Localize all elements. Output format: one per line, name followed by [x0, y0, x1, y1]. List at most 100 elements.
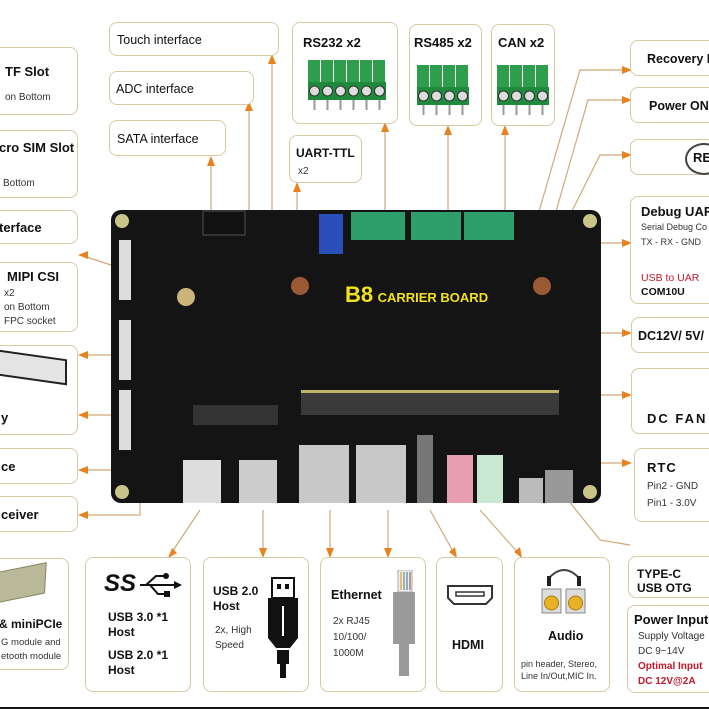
terminal-screw [444, 90, 455, 102]
rs232-title: RS232 x2 [303, 35, 361, 50]
usb20-line: Speed [215, 640, 244, 651]
sata-interface-box: SATA interface [109, 120, 226, 156]
dc-power-box: DC12V/ 5V/ [631, 317, 709, 353]
can-terminal-icon [496, 65, 550, 130]
terminal-screw [361, 85, 372, 97]
hdmi-port-icon [447, 585, 493, 605]
rj45-port [299, 445, 349, 503]
mount-hole [583, 214, 597, 228]
adc-interface-box: ADC interface [109, 71, 254, 105]
touch-interface-title: Touch interface [117, 33, 202, 47]
fpc-connector [119, 390, 131, 450]
power-input-optimal-value: DC 12V@2A [638, 676, 696, 687]
mipi-csi-line: FPC socket [4, 316, 56, 327]
hdmi-port [417, 435, 433, 503]
terminal-block-icon [497, 65, 549, 115]
standoff [177, 288, 195, 306]
terminal-screw [524, 90, 535, 102]
tf-slot-title: TF Slot [5, 64, 50, 79]
usb-trident-icon [140, 573, 182, 597]
typec-port [519, 478, 543, 503]
rs232-box: RS232 x2 [292, 22, 398, 124]
sim-slot-box: cro SIM Slot Bottom [0, 130, 78, 198]
ethernet-title: Ethernet [331, 588, 382, 602]
usb20-title2: Host [213, 599, 240, 613]
board-title: B8 CARRIER BOARD [345, 282, 488, 308]
debug-uart-line: Serial Debug Co [641, 222, 708, 232]
rj45-cable-icon [393, 570, 415, 676]
interface-left-box: terface [0, 210, 78, 244]
usb20-box: USB 2.0 Host 2x, High Speed [203, 557, 309, 692]
rtc-line: Pin1 - 3.0V [647, 498, 697, 509]
power-input-box: Power Input Supply Voltage DC 9~14V Opti… [627, 605, 709, 693]
power-on-title: Power ON [649, 99, 709, 113]
board-title-small: CARRIER BOARD [377, 290, 489, 305]
sata-connector [202, 210, 246, 236]
terminal-screw [348, 85, 359, 97]
left-ce-box: ce [0, 448, 78, 484]
terminal-pin [523, 65, 535, 87]
audio-line: Line In/Out,MIC In. [521, 671, 597, 681]
dc-jack [545, 470, 573, 503]
dc-power-title: DC12V/ 5V/ [638, 329, 705, 343]
terminal-pin [443, 65, 455, 87]
audio-line: pin header, Stereo, [521, 659, 598, 669]
display-title: y [1, 410, 9, 425]
terminal-pin [456, 65, 468, 87]
terminal-pin [417, 65, 429, 87]
usb3-port [183, 460, 221, 503]
terminal-screw [374, 85, 385, 97]
rtc-box: RTC Pin2 - GND Pin1 - 3.0V [634, 448, 709, 522]
ethernet-line: 10/100/ [333, 632, 367, 643]
typec-title: TYPE-C [637, 567, 682, 581]
ethernet-box: Ethernet 2x RJ45 10/100/ 1000M [320, 557, 426, 692]
carrier-board: B8 CARRIER BOARD [111, 210, 601, 503]
display-panel-image [0, 348, 67, 386]
terminal-pin [497, 65, 509, 87]
fpc-connector [119, 240, 131, 300]
power-input-title: Power Input [634, 612, 709, 627]
audio-jack-pink [447, 455, 473, 503]
rs485-terminal [411, 212, 461, 240]
mipi-csi-title: MIPI CSI [7, 269, 60, 284]
left-receiver-box: ceiver [0, 496, 78, 532]
dc-fan-box: DC FAN [631, 368, 709, 434]
terminal-pin [536, 65, 548, 87]
rs232-terminal-icon [307, 60, 387, 125]
power-input-optimal: Optimal Input [638, 661, 703, 672]
bottom-border [0, 707, 709, 709]
left-ce-title: ce [1, 459, 16, 474]
terminal-pin [510, 65, 522, 87]
dip-switch [319, 214, 343, 254]
terminal-screw [335, 85, 346, 97]
uart-ttl-sub: x2 [298, 166, 309, 177]
rtc-title: RTC [647, 460, 677, 475]
rs232-terminal [351, 212, 405, 240]
terminal-block-icon [308, 60, 386, 110]
sim-slot-sub: Bottom [3, 178, 35, 189]
usb20-title: USB 2.0 [213, 584, 259, 598]
rs485-box: RS485 x2 [409, 24, 482, 126]
minipcie-title: & miniPCIe [0, 617, 63, 631]
power-on-box: Power ON [630, 87, 709, 123]
terminal-pin [308, 60, 320, 82]
usb30-line: USB 2.0 *1 [108, 648, 169, 662]
usb2-port [239, 460, 277, 503]
usb20-line: 2x, High [215, 625, 252, 636]
can-title: CAN x2 [498, 35, 545, 50]
minipcie-box: & miniPCIe G module and etooth module [0, 558, 69, 670]
terminal-screw [309, 85, 320, 97]
mount-hole [115, 214, 129, 228]
ethernet-line: 1000M [333, 648, 364, 659]
touch-interface-box: Touch interface [109, 22, 279, 56]
headphone-jack-icon [541, 569, 586, 614]
terminal-block-icon [417, 65, 469, 115]
minipcie-slot [193, 405, 278, 425]
usb-plug-icon [268, 577, 298, 678]
can-terminal [464, 212, 514, 240]
terminal-pin [373, 60, 385, 82]
so-dimm-slot [301, 390, 559, 415]
audio-title: Audio [548, 629, 584, 643]
left-receiver-title: ceiver [1, 507, 39, 522]
terminal-pin [334, 60, 346, 82]
